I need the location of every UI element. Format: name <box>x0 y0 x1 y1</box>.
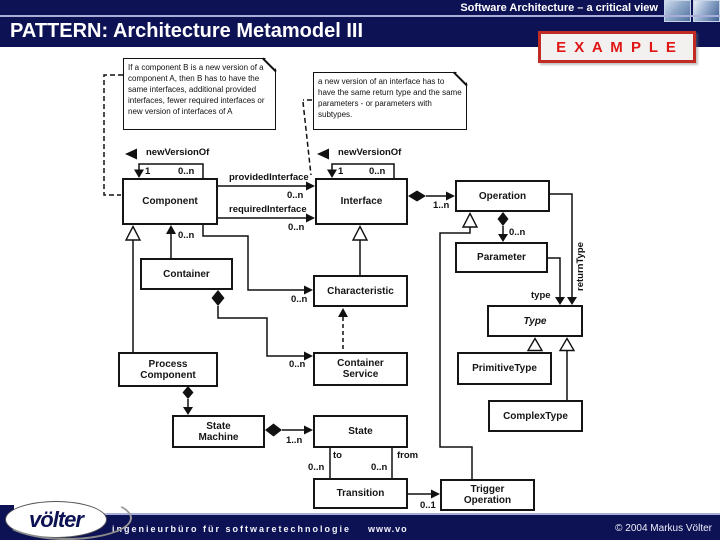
top-bar: Software Architecture – a critical view … <box>0 0 720 47</box>
class-box-container-service: Container Service <box>313 352 408 386</box>
footer-url: www.vo <box>368 524 408 534</box>
edge-label-requiredInterface-8: requiredInterface <box>229 204 307 215</box>
note-box-1: If a component B is a new version of a c… <box>123 57 277 130</box>
class-box-component: Component <box>122 178 218 225</box>
edge-label-0n-7: 0..n <box>287 190 304 201</box>
edge-label-1n-17: 1..n <box>286 435 303 446</box>
logo-swoosh <box>2 496 132 540</box>
class-box-parameter: Parameter <box>455 242 548 273</box>
edge-label-0n-11: 0..n <box>509 227 526 238</box>
edge-label-providedInterface-6: providedInterface <box>229 172 309 183</box>
edge-label-01-22: 0..1 <box>420 500 436 511</box>
edge-label-0n-21: 0..n <box>371 462 388 473</box>
edge-label-1n-10: 1..n <box>433 200 450 211</box>
class-box-process-component: Process Component <box>118 352 218 387</box>
class-box-primitive-type: PrimitiveType <box>457 352 552 385</box>
edge-label-newVersionOf-3: newVersionOf <box>338 147 402 158</box>
edge-label-0n-9: 0..n <box>288 222 305 233</box>
class-box-type: Type <box>487 305 583 337</box>
class-box-state: State <box>313 415 408 448</box>
edge-label-returnType-12: returnType <box>575 242 586 291</box>
class-box-container: Container <box>140 258 233 290</box>
class-box-interface: Interface <box>315 178 408 225</box>
edge-label-1-4: 1 <box>338 166 344 177</box>
footer-divider-line <box>0 513 720 515</box>
edge-label-0n-16: 0..n <box>289 359 306 370</box>
class-box-characteristic: Characteristic <box>313 275 408 307</box>
edge-label-0n-5: 0..n <box>369 166 386 177</box>
edge-label-newVersionOf-0: newVersionOf <box>146 147 210 158</box>
class-box-transition: Transition <box>313 478 408 509</box>
example-badge: E X A M P L E <box>538 31 696 63</box>
edge-label-type-13: type <box>531 290 551 301</box>
header-divider-line <box>0 15 720 17</box>
edge-label-0n-14: 0..n <box>291 294 308 305</box>
note-box-2: a new version of an interface has to hav… <box>313 71 468 130</box>
class-box-state-machine: State Machine <box>172 415 265 448</box>
footer-copyright: © 2004 Markus Völter <box>615 523 712 534</box>
window-title: Software Architecture – a critical view <box>460 2 658 14</box>
edge-label-0n-19: 0..n <box>308 462 325 473</box>
footer-tagline: ingenieurbüro für softwaretechnologie <box>112 524 352 534</box>
edge-label-0n-2: 0..n <box>178 166 195 177</box>
class-box-complex-type: ComplexType <box>488 400 583 432</box>
class-box-operation: Operation <box>455 180 550 212</box>
edge-label-to-18: to <box>333 450 342 461</box>
edge-label-0n-15: 0..n <box>178 230 195 241</box>
class-box-trigger-operation: Trigger Operation <box>440 479 535 511</box>
page-title: PATTERN: Architecture Metamodel III <box>10 20 364 42</box>
edge-label-from-20: from <box>397 450 419 461</box>
edge-label-1-1: 1 <box>145 166 151 177</box>
